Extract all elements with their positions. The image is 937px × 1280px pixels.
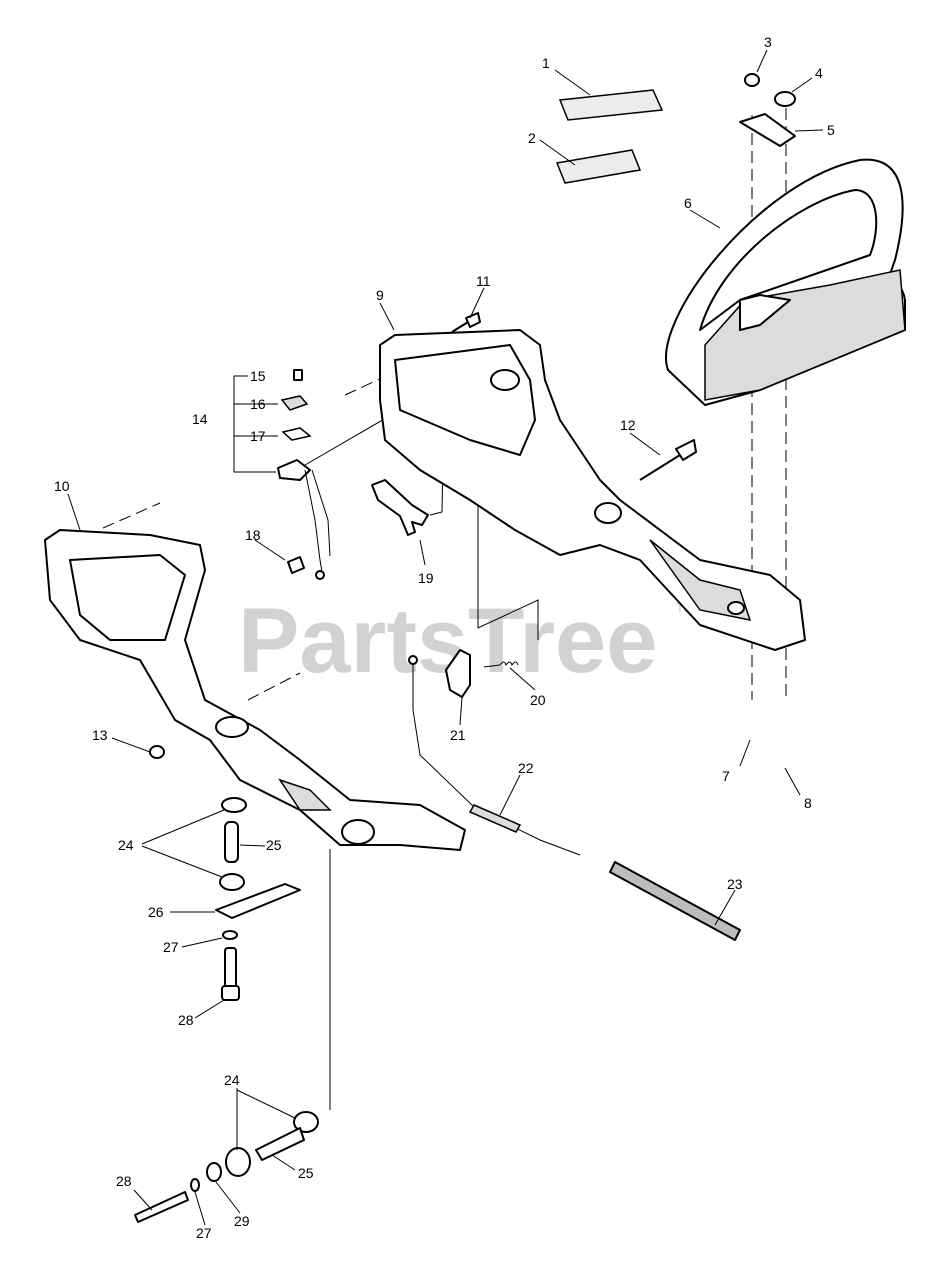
switch-assembly-14 [233, 369, 331, 580]
callouts: 1 2 3 4 5 6 7 8 9 10 11 12 13 14 15 16 1… [54, 34, 835, 1241]
callout-18: 18 [245, 527, 261, 543]
callout-24-lower: 24 [224, 1072, 240, 1088]
callout-28-upper: 28 [178, 1012, 194, 1028]
callout-27-upper: 27 [163, 939, 179, 955]
cap-4 [774, 91, 796, 107]
handle-frame-9 [379, 329, 806, 651]
callout-1: 1 [542, 55, 550, 71]
callout-6: 6 [684, 195, 692, 211]
callout-25-lower: 25 [298, 1165, 314, 1181]
callout-21: 21 [450, 727, 466, 743]
callout-3: 3 [764, 34, 772, 50]
bolt-12 [639, 439, 697, 481]
front-handle-6 [665, 158, 906, 406]
callout-25-upper: 25 [266, 837, 282, 853]
bolt-11 [451, 312, 481, 333]
lower-mount-parts [134, 1111, 319, 1223]
callout-7: 7 [722, 768, 730, 784]
screw-18 [287, 556, 305, 574]
callout-16: 16 [250, 396, 266, 412]
leader-lines [67, 49, 824, 1226]
callout-11: 11 [476, 273, 491, 289]
clamp-plate-5 [739, 113, 796, 147]
callout-12: 12 [620, 417, 636, 433]
coil-spring-23 [609, 861, 741, 941]
callout-27-lower: 27 [196, 1225, 212, 1241]
callout-29: 29 [234, 1213, 250, 1229]
callout-4: 4 [815, 65, 823, 81]
nut-13 [149, 745, 165, 759]
spring-20 [483, 661, 519, 668]
upper-mount-parts [215, 797, 301, 1001]
callout-9: 9 [376, 287, 384, 303]
callout-5: 5 [827, 122, 835, 138]
lever-19 [371, 479, 429, 536]
callout-28-lower: 28 [116, 1173, 132, 1189]
callout-17: 17 [250, 428, 266, 444]
callout-23: 23 [727, 876, 743, 892]
callout-8: 8 [804, 795, 812, 811]
callout-20: 20 [530, 692, 546, 708]
callout-15: 15 [250, 368, 266, 384]
callout-22: 22 [518, 760, 534, 776]
trigger-21 [445, 649, 471, 698]
callout-14: 14 [192, 411, 208, 427]
nut-3 [744, 73, 760, 87]
decal-2 [555, 149, 642, 184]
callout-26: 26 [148, 904, 164, 920]
left-handle-10 [44, 529, 466, 851]
decal-1 [558, 89, 664, 121]
callout-2: 2 [528, 130, 536, 146]
callout-24-upper: 24 [118, 837, 134, 853]
callout-19: 19 [418, 570, 434, 586]
throttle-cable-22 [408, 655, 581, 856]
callout-10: 10 [54, 478, 70, 494]
callout-13: 13 [92, 727, 108, 743]
